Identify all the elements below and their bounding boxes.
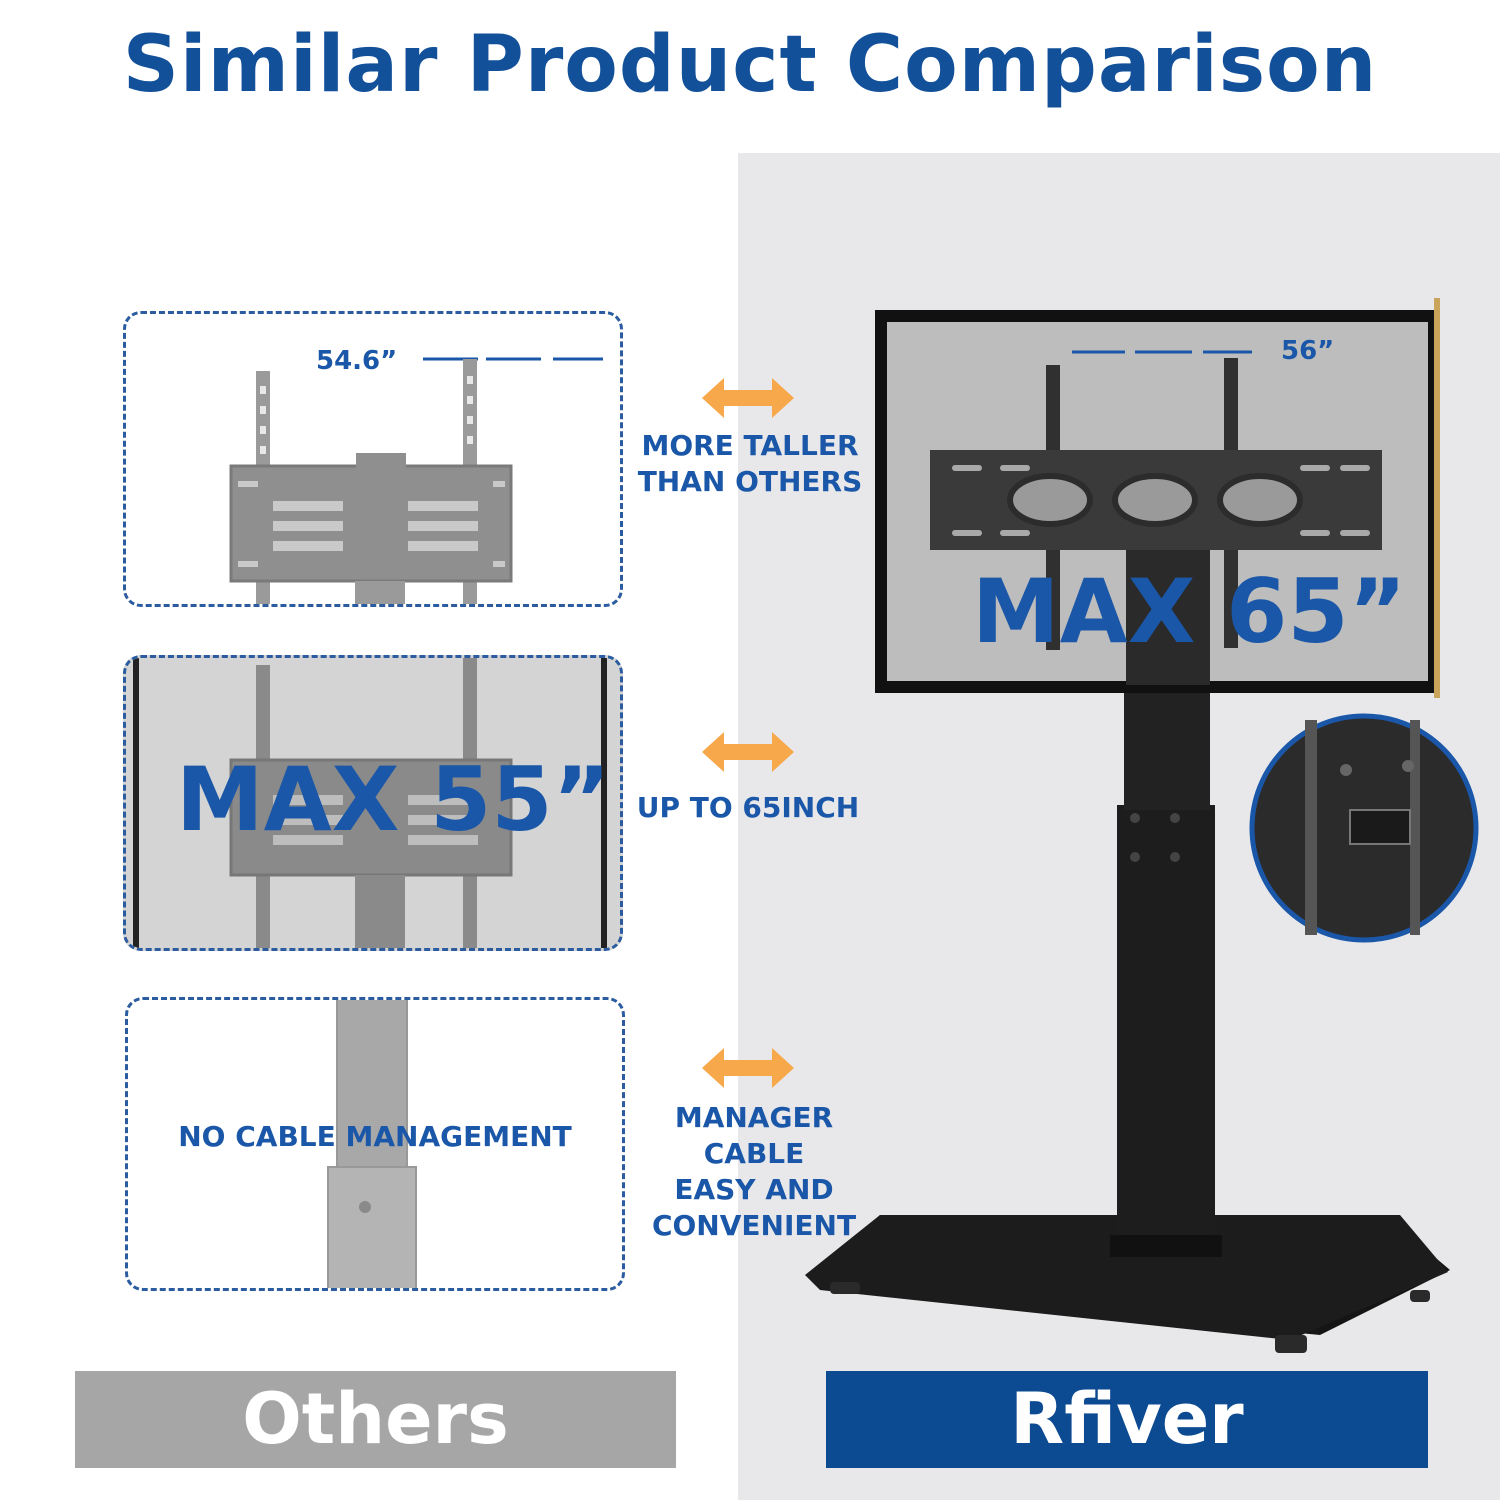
others-no-cable-text: NO CABLE MANAGEMENT — [178, 1120, 572, 1153]
others-cable-box: NO CABLE MANAGEMENT — [125, 997, 625, 1291]
double-arrow-icon — [702, 378, 794, 418]
others-pole-illustration — [327, 1000, 417, 1288]
rfiver-stand-illustration — [805, 298, 1479, 1353]
comparison-cable-label: MANAGER CABLE EASY AND CONVENIENT — [651, 1101, 857, 1242]
others-height-box: 54.6” — [123, 311, 623, 607]
others-label: Others — [75, 1371, 676, 1468]
others-height-dimension: 54.6” — [316, 346, 398, 376]
double-arrow-icon — [702, 1048, 794, 1088]
others-max-size: MAX 55” — [176, 748, 611, 851]
rfiver-label: Rfiver — [826, 1371, 1428, 1468]
double-arrow-icon — [702, 732, 794, 772]
others-size-box: MAX 55” — [123, 655, 623, 951]
page-title: Similar Product Comparison — [122, 20, 1378, 110]
others-tv-illustration — [133, 658, 607, 948]
others-bracket-illustration — [229, 357, 603, 604]
comparison-height-label: MORE TALLER THAN OTHERS — [637, 429, 863, 498]
rfiver-max-size: MAX 65” — [972, 560, 1407, 663]
rfiver-height-dimension: 56” — [1281, 336, 1335, 366]
comparison-size-label: UP TO 65INCH — [636, 791, 860, 824]
